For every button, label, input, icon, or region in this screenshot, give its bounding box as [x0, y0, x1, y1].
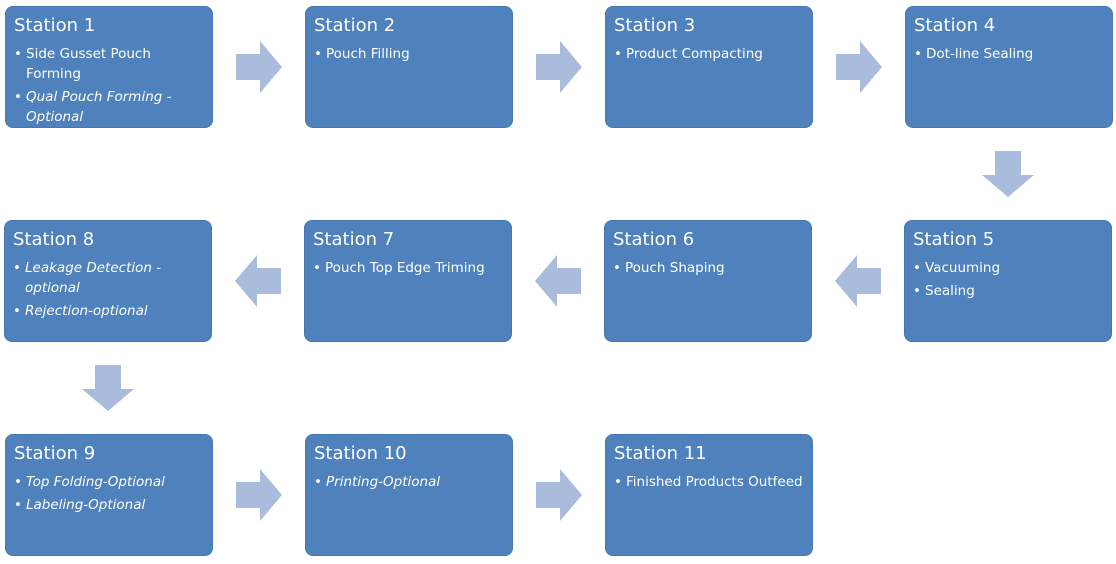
arrow-left-icon — [535, 255, 581, 307]
station-items: Printing-Optional — [314, 472, 504, 492]
station-title: Station 1 — [14, 15, 96, 36]
station-5-box: Station 5 Vacuuming Sealing — [904, 220, 1112, 342]
station-item: Product Compacting — [614, 44, 804, 64]
arrow-right-icon — [536, 469, 582, 521]
station-items: Product Compacting — [614, 44, 804, 64]
arrow-right-icon — [236, 469, 282, 521]
station-9-box: Station 9 Top Folding-Optional Labeling-… — [5, 434, 213, 556]
station-item: Leakage Detection - optional — [13, 258, 203, 298]
station-6-box: Station 6 Pouch Shaping — [604, 220, 812, 342]
arrow-left-icon — [235, 255, 281, 307]
station-item: Side Gusset Pouch Forming — [14, 44, 204, 84]
station-title: Station 8 — [13, 229, 95, 250]
station-3-box: Station 3 Product Compacting — [605, 6, 813, 128]
station-item: Dot-line Sealing — [914, 44, 1104, 64]
station-items: Top Folding-Optional Labeling-Optional — [14, 472, 204, 515]
station-title: Station 2 — [314, 15, 396, 36]
station-title: Station 6 — [613, 229, 695, 250]
station-items: Leakage Detection - optional Rejection-o… — [13, 258, 203, 321]
station-items: Pouch Top Edge Triming — [313, 258, 503, 278]
station-item: Top Folding-Optional — [14, 472, 204, 492]
arrow-left-icon — [835, 255, 881, 307]
station-4-box: Station 4 Dot-line Sealing — [905, 6, 1113, 128]
station-1-box: Station 1 Side Gusset Pouch Forming Qual… — [5, 6, 213, 128]
station-item: Pouch Shaping — [613, 258, 803, 278]
station-items: Vacuuming Sealing — [913, 258, 1103, 301]
station-item: Printing-Optional — [314, 472, 504, 492]
station-11-box: Station 11 Finished Products Outfeed — [605, 434, 813, 556]
station-items: Pouch Shaping — [613, 258, 803, 278]
station-8-box: Station 8 Leakage Detection - optional R… — [4, 220, 212, 342]
station-item: Sealing — [913, 281, 1103, 301]
station-title: Station 9 — [14, 443, 96, 464]
station-item: Pouch Filling — [314, 44, 504, 64]
arrow-down-icon — [82, 365, 134, 411]
station-items: Dot-line Sealing — [914, 44, 1104, 64]
station-items: Pouch Filling — [314, 44, 504, 64]
station-items: Side Gusset Pouch Forming Qual Pouch For… — [14, 44, 204, 127]
station-item: Finished Products Outfeed — [614, 472, 804, 492]
station-items: Finished Products Outfeed — [614, 472, 804, 492]
station-title: Station 11 — [614, 443, 707, 464]
station-item: Labeling-Optional — [14, 495, 204, 515]
arrow-down-icon — [982, 151, 1034, 197]
station-7-box: Station 7 Pouch Top Edge Triming — [304, 220, 512, 342]
arrow-right-icon — [536, 41, 582, 93]
station-10-box: Station 10 Printing-Optional — [305, 434, 513, 556]
arrow-right-icon — [236, 41, 282, 93]
station-2-box: Station 2 Pouch Filling — [305, 6, 513, 128]
station-title: Station 3 — [614, 15, 696, 36]
station-item: Qual Pouch Forming - Optional — [14, 87, 204, 127]
station-title: Station 10 — [314, 443, 407, 464]
station-item: Vacuuming — [913, 258, 1103, 278]
station-item: Rejection-optional — [13, 301, 203, 321]
station-title: Station 5 — [913, 229, 995, 250]
station-title: Station 7 — [313, 229, 395, 250]
station-title: Station 4 — [914, 15, 996, 36]
arrow-right-icon — [836, 41, 882, 93]
station-item: Pouch Top Edge Triming — [313, 258, 503, 278]
